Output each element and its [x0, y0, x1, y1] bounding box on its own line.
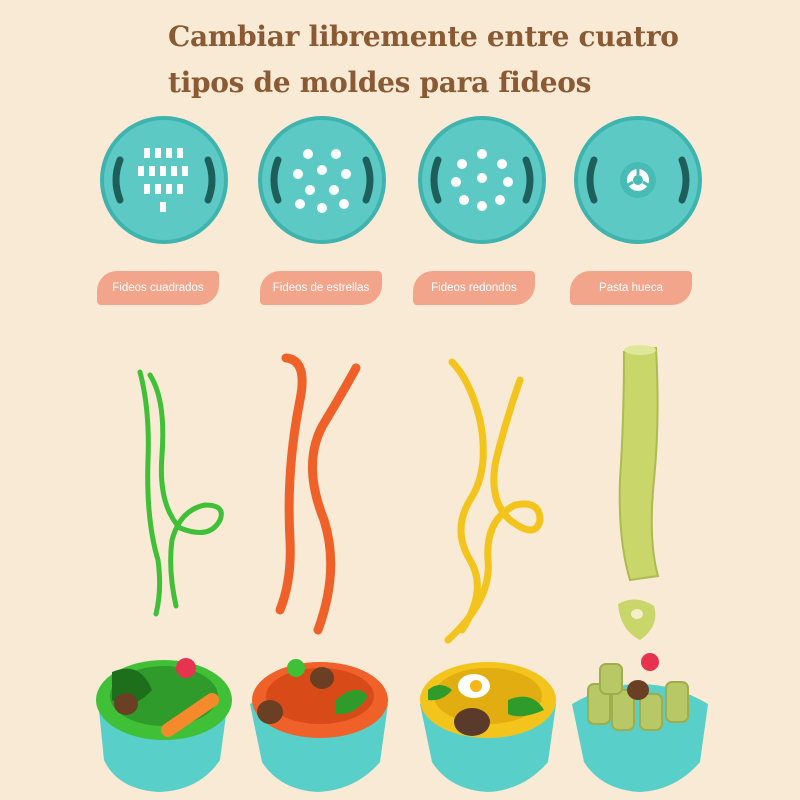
title-line-2: tipos de moldes para fideos: [168, 66, 592, 99]
square-holes-mold-icon: [98, 114, 230, 246]
mold-label-round: Fideos redondos: [413, 271, 535, 305]
star-noodle-strands: [275, 353, 361, 635]
mold-label-star: Fideos de estrellas: [260, 271, 382, 305]
round-noodle-strands: [444, 358, 544, 644]
bowl-round-noodles: [420, 662, 556, 792]
star-holes-mold-icon: [256, 114, 388, 246]
square-noodle-strands: [137, 369, 224, 617]
title-line-1: Cambiar libremente entre cuatro: [168, 20, 679, 53]
page-title: Cambiar libremente entre cuatro tipos de…: [168, 14, 728, 106]
hollow-pasta-strand: [618, 345, 660, 640]
bowl-square-noodles: [96, 658, 232, 792]
mold-label-hollow: Pasta hueca: [570, 271, 692, 305]
round-holes-mold-icon: [416, 114, 548, 246]
mold-label-square: Fideos cuadrados: [97, 271, 219, 305]
hollow-pasta-mold-icon: [572, 114, 704, 246]
bowl-star-noodles: [250, 659, 388, 792]
bowl-hollow-pasta: [572, 653, 708, 792]
